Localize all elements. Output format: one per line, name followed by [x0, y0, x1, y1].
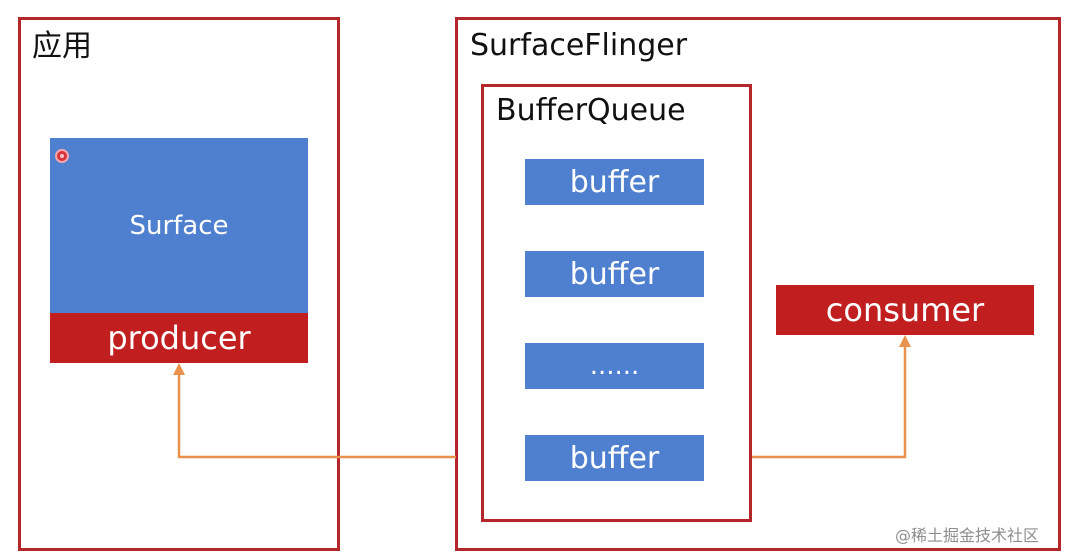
app-frame-title: 应用 [32, 29, 92, 64]
buffer-item-label: buffer [569, 440, 660, 476]
surface-block: Surface [50, 138, 308, 313]
buffer-item-2: buffer [525, 251, 704, 297]
arrowhead-consumer-icon [899, 335, 911, 347]
watermark: @稀土掘金技术社区 [895, 526, 1040, 545]
buffer-item-label: buffer [569, 164, 660, 200]
surfaceflinger-title: SurfaceFlinger [470, 28, 688, 63]
arrowhead-producer-icon [173, 363, 185, 375]
arrow-to-producer [177, 372, 456, 459]
buffer-item-label: ...... [589, 351, 640, 381]
surface-label: Surface [129, 210, 229, 241]
buffer-item-4: buffer [525, 435, 704, 481]
producer-label: producer [107, 319, 251, 357]
buffer-item-label: buffer [569, 256, 660, 292]
producer-block: producer [50, 313, 308, 363]
buffer-item-ellipsis: ...... [525, 343, 704, 389]
bufferqueue-title: BufferQueue [496, 93, 686, 128]
cursor-dot-icon [57, 151, 67, 161]
consumer-label: consumer [825, 291, 985, 329]
consumer-block: consumer [776, 285, 1034, 335]
buffer-item-1: buffer [525, 159, 704, 205]
arrow-to-consumer [752, 344, 907, 459]
